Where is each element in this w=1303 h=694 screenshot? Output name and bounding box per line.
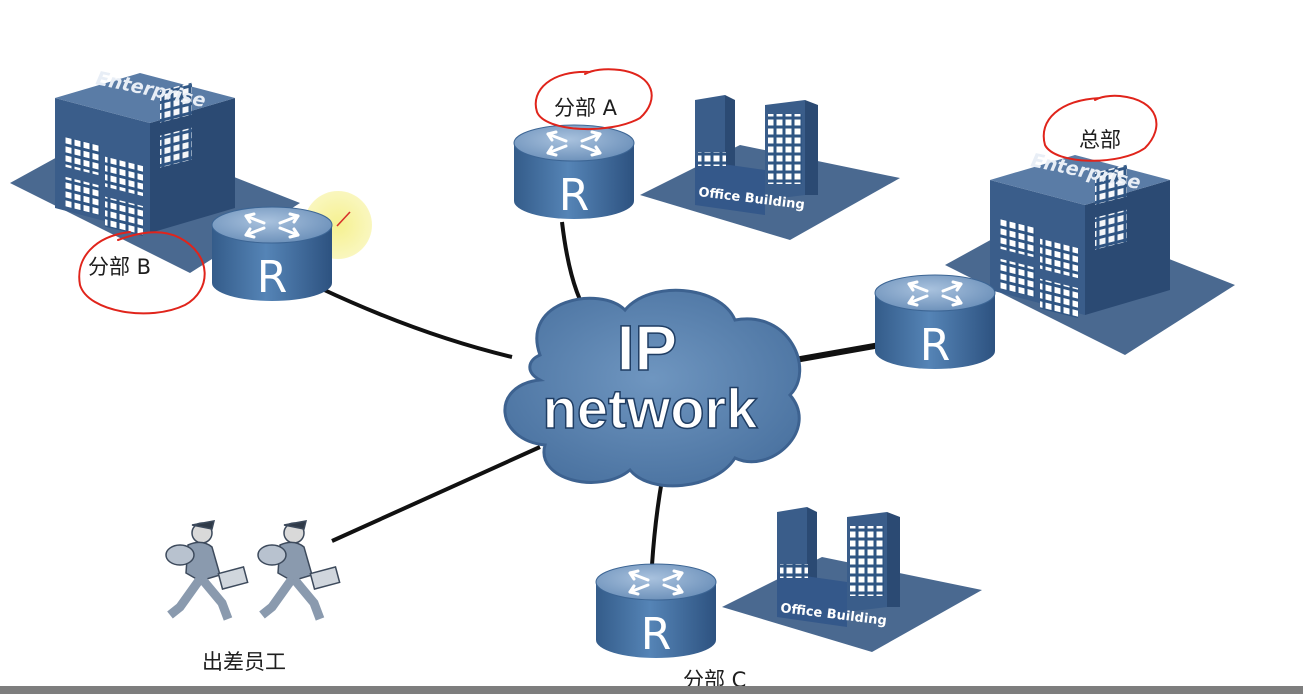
- link-hq: [794, 342, 881, 363]
- router-glyph: R: [257, 252, 288, 303]
- annotation-circle-branch-b: [78, 231, 206, 315]
- label-travel-staff: 出差员工: [202, 650, 286, 674]
- pen-cursor-icon: [336, 211, 351, 227]
- annotations: [78, 68, 1158, 315]
- router-glyph: R: [559, 170, 590, 221]
- router-hq: R: [873, 273, 997, 371]
- cloud-label-line1: IP: [617, 312, 677, 384]
- ip-network-cloud: IP network: [503, 288, 802, 488]
- label-hq: 总部: [1079, 128, 1121, 152]
- label-branch-a: 分部 A: [554, 96, 618, 120]
- link-travel-staff: [331, 445, 541, 543]
- router-branch-a: R: [512, 123, 636, 221]
- travel-staff-icon: [165, 520, 341, 621]
- office-building-branch-c: Office Building: [722, 507, 982, 652]
- router-branch-c: R: [594, 562, 718, 660]
- annotation-circle-hq: [1042, 94, 1158, 162]
- office-building-branch-a: Office Building: [640, 95, 900, 240]
- link-branch-b: [319, 286, 513, 359]
- router-glyph: R: [920, 320, 951, 371]
- label-branch-b: 分部 B: [88, 255, 152, 279]
- link-branch-c: [650, 479, 664, 566]
- bottom-strip: [0, 686, 1303, 694]
- cloud-label-line2: network: [543, 377, 759, 440]
- annotation-circle-branch-a: [534, 68, 653, 131]
- router-branch-b: R: [210, 205, 334, 303]
- router-glyph: R: [641, 609, 672, 660]
